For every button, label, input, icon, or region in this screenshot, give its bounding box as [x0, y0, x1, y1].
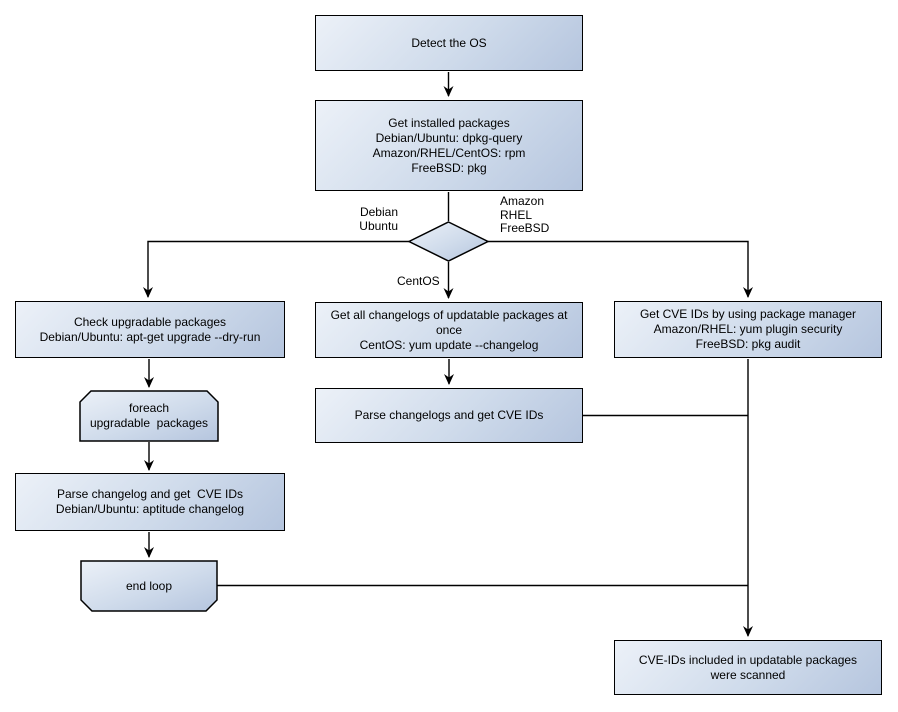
node-parse-changelog-debian: Parse changelog and get CVE IDs Debian/U… — [15, 473, 285, 531]
loop-start-shape — [79, 390, 219, 442]
node-detect-os-label: Detect the OS — [411, 35, 487, 50]
node-parse-changelogs-label: Parse changelogs and get CVE IDs — [354, 408, 544, 422]
decision-diamond-shape — [407, 221, 490, 262]
edge-label-centos: CentOS — [397, 274, 440, 288]
edge-label-amazon-rhel-freebsd: Amazon RHEL FreeBSD — [500, 194, 550, 235]
edge-decision-to-get-cve-ids — [488, 240, 753, 298]
node-parse-changelog-debian-label: Parse changelog and get CVE IDs Debian/U… — [55, 487, 245, 516]
node-check-upgradable-packages: Check upgradable packages Debian/Ubuntu:… — [15, 301, 285, 358]
node-result-scanned-label: CVE-IDs included in updatable packages w… — [638, 652, 858, 682]
node-get-all-changelogs-label: Get all changelogs of updatable packages… — [330, 307, 568, 352]
node-get-installed-packages: Get installed packages Debian/Ubuntu: dp… — [315, 100, 583, 191]
node-get-installed-packages-label: Get installed packages Debian/Ubuntu: dp… — [372, 115, 526, 175]
edge-decision-to-check-upgradable — [143, 240, 409, 298]
node-result-scanned: CVE-IDs included in updatable packages w… — [614, 640, 882, 695]
node-parse-changelogs: Parse changelogs and get CVE IDs — [315, 388, 583, 443]
node-check-upgradable-packages-label: Check upgradable packages Debian/Ubuntu:… — [39, 314, 261, 344]
node-detect-os: Detect the OS — [315, 15, 583, 71]
loop-end-shape — [80, 560, 218, 612]
edge-label-debian-ubuntu: Debian Ubuntu — [359, 205, 398, 233]
node-get-cve-ids-package-manager: Get CVE IDs by using package manager Ama… — [614, 301, 882, 358]
node-get-all-changelogs: Get all changelogs of updatable packages… — [315, 302, 583, 358]
node-get-cve-ids-package-manager-label: Get CVE IDs by using package manager Ama… — [639, 307, 857, 351]
